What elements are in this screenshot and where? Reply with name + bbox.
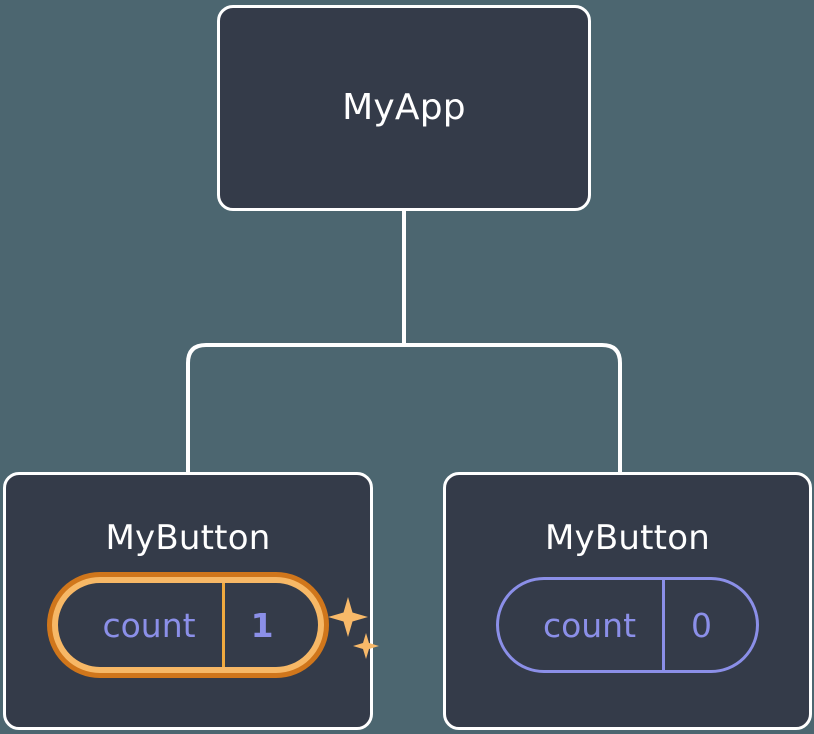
state-value-right: 0 (662, 580, 756, 670)
node-mybutton-left[interactable]: MyButton count 1 (3, 472, 379, 730)
state-pill-wrap-left: count 1 (6, 577, 379, 673)
node-title-root: MyApp (342, 87, 466, 128)
state-key-left: count (102, 605, 196, 645)
state-pill-highlighted[interactable]: count 1 (52, 577, 324, 673)
state-key-right: count (542, 605, 637, 645)
node-title-left: MyButton (105, 518, 271, 558)
state-pill-wrap-right: count 0 (446, 577, 809, 673)
state-pill-plain[interactable]: count 0 (495, 577, 760, 673)
connector-branch-bar (186, 343, 622, 472)
node-myapp[interactable]: MyApp (217, 5, 591, 211)
node-mybutton-right[interactable]: MyButton count 0 (443, 472, 812, 730)
state-value-left: 1 (221, 583, 318, 667)
node-title-right: MyButton (545, 518, 710, 558)
